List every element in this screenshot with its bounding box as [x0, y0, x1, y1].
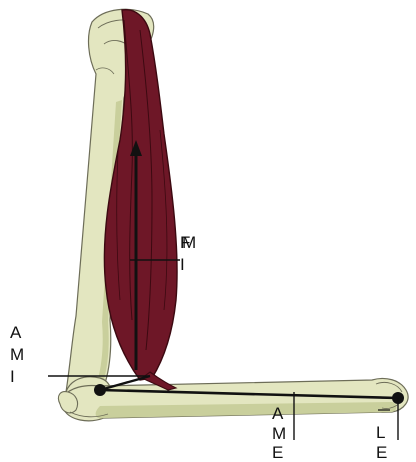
axis-point	[94, 384, 106, 396]
arm-label-e: E	[272, 444, 283, 461]
arm-label-m: M	[272, 425, 286, 442]
force-label-i: I	[180, 256, 185, 273]
axis-label-a: A	[10, 324, 21, 341]
axis-label-m: M	[10, 346, 24, 363]
forearm-bone	[58, 378, 408, 420]
load-label-l: L	[376, 424, 385, 441]
arm-label-a: A	[272, 405, 283, 422]
force-label-m: M	[182, 234, 196, 251]
load-label-e: E	[376, 444, 387, 461]
axis-label-i: I	[10, 368, 15, 385]
